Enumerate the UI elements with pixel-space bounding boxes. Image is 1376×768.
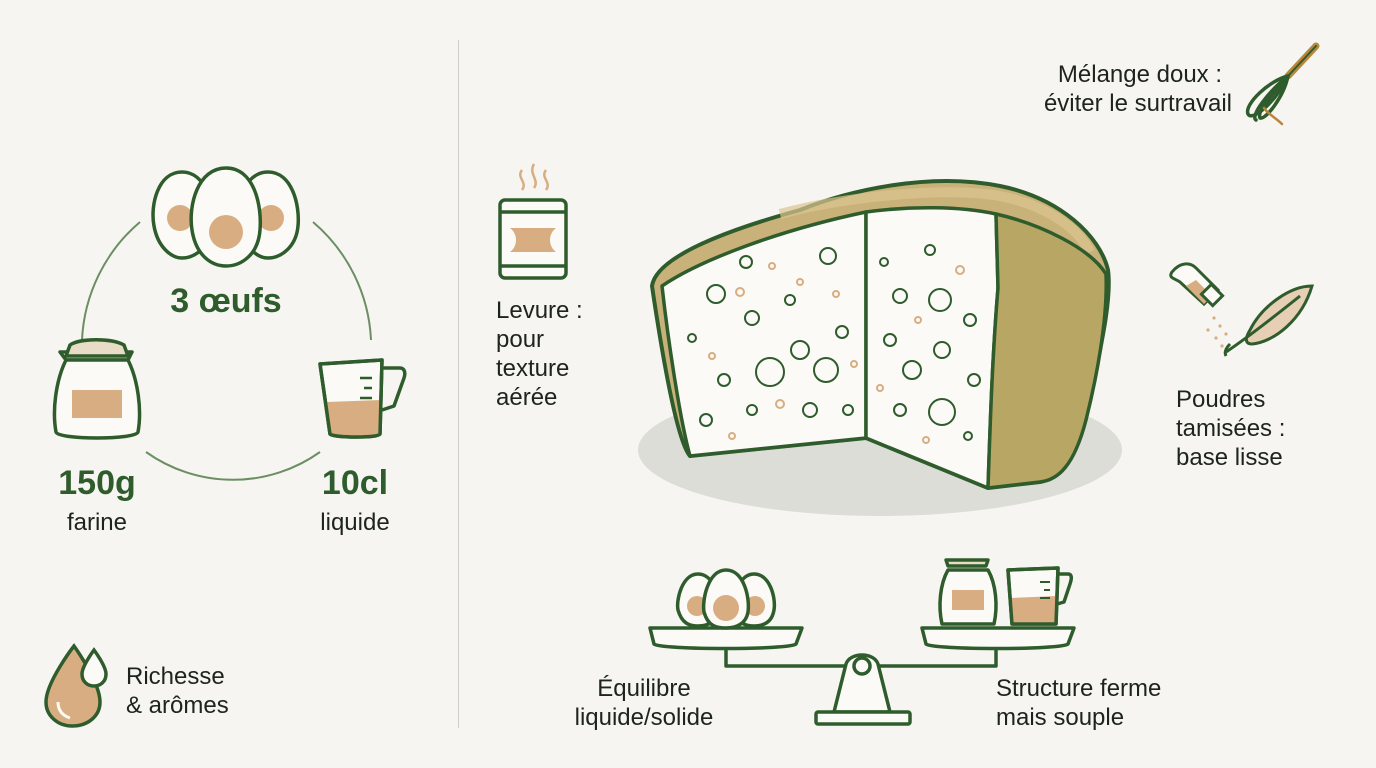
section-divider <box>458 40 459 728</box>
bread-loaf-cross-section-icon <box>638 179 1122 516</box>
eggs-count: 3 œufs <box>170 282 282 320</box>
balance-scale-icon <box>648 558 1076 726</box>
flour-amount: 150g <box>58 464 136 502</box>
richness-line-1: Richesse <box>126 663 225 690</box>
whisk-icon <box>1245 42 1320 126</box>
mixing-line-1: Mélange doux : <box>1057 61 1222 88</box>
mixing-line-2: éviter le surtravail <box>1043 90 1232 117</box>
ingredient-cycle-arcs <box>81 221 372 481</box>
balance-right-line-2: mais souple <box>996 704 1125 731</box>
powders-line-3: base lisse <box>1176 444 1283 471</box>
yeast-can-icon <box>498 163 568 280</box>
balance-left-line-1: Équilibre <box>597 675 691 702</box>
oil-drop-icon <box>44 643 108 728</box>
powders-line-1: Poudres <box>1176 386 1266 413</box>
yeast-line-1: Levure : <box>496 297 583 324</box>
flour-sack-icon <box>52 338 142 440</box>
yeast-line-3: texture <box>496 355 570 382</box>
balance-right-line-1: Structure ferme <box>996 675 1162 702</box>
yeast-line-4: aérée <box>496 384 558 411</box>
yeast-line-2: pour <box>496 326 545 353</box>
eggs-icon <box>151 166 301 268</box>
balance-left-line-2: liquide/solide <box>574 704 714 731</box>
flour-label: farine <box>66 509 128 536</box>
sifter-feather-icon <box>1169 262 1315 357</box>
liquid-label: liquide <box>320 509 390 536</box>
measuring-cup-icon <box>318 358 407 439</box>
liquid-amount: 10cl <box>321 464 389 502</box>
powders-line-2: tamisées : <box>1176 415 1286 442</box>
richness-line-2: & arômes <box>126 692 229 719</box>
